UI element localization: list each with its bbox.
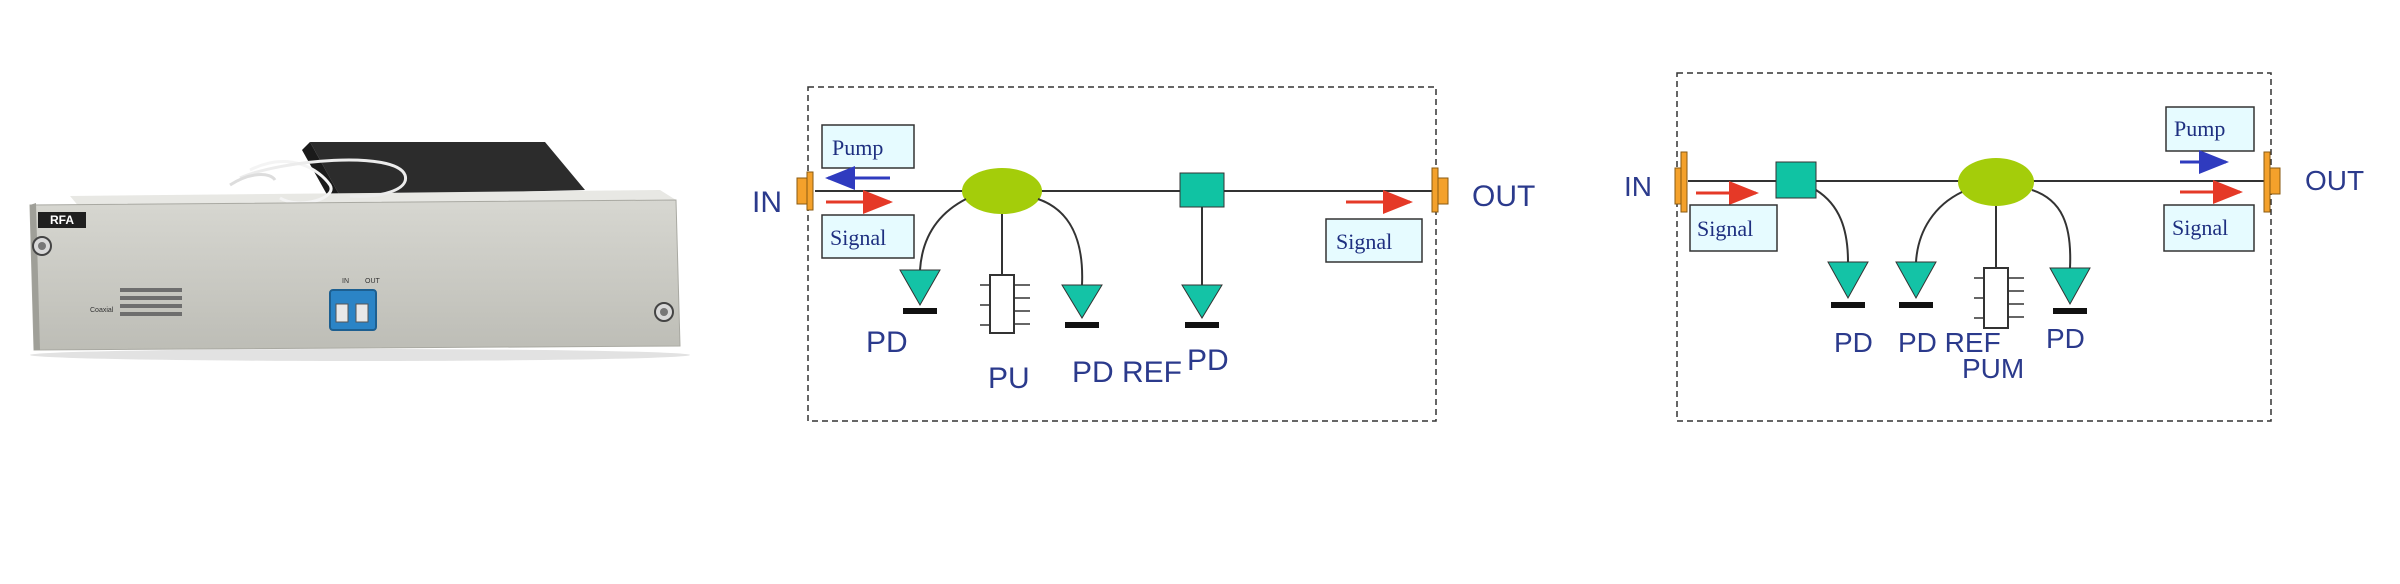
left-pu-label: PU bbox=[988, 362, 1030, 395]
connector-label-out: OUT bbox=[365, 278, 381, 285]
left-pump-box bbox=[821, 124, 915, 169]
left-input-connector bbox=[796, 171, 814, 211]
right-signal-label: Signal bbox=[1697, 216, 1753, 241]
left-dashed-border bbox=[807, 86, 1437, 422]
left-pdref-icon bbox=[1061, 284, 1103, 319]
left-signal-out-label: Signal bbox=[1336, 229, 1392, 254]
right-pd2-icon bbox=[2049, 267, 2091, 306]
screw-left-icon bbox=[32, 236, 52, 256]
left-pd2-icon bbox=[1181, 284, 1223, 319]
right-pump-box bbox=[2165, 106, 2255, 152]
module-small-label: Coaxial bbox=[90, 307, 114, 314]
left-pd1-icon bbox=[899, 269, 941, 307]
right-signal-out-label: Signal bbox=[2172, 215, 2228, 240]
right-dashed-border bbox=[1676, 72, 2272, 422]
module-label-block: Coaxial bbox=[90, 288, 182, 316]
right-input-connector bbox=[1674, 151, 1688, 213]
diagram-right: IN OUT Signal Pump Signal PD PD REF bbox=[1624, 72, 2364, 422]
left-in-label: IN bbox=[752, 186, 782, 219]
left-pump-laser-icon bbox=[980, 274, 1030, 334]
module-badge bbox=[38, 212, 86, 228]
left-pump-label: Pump bbox=[832, 135, 883, 160]
left-signal-box-out bbox=[1325, 218, 1423, 263]
lc-connector: IN OUT bbox=[329, 278, 381, 331]
right-output-connector bbox=[2263, 151, 2281, 213]
diagram-left: IN OUT Pump Signal Signal PD bbox=[752, 86, 1535, 422]
left-filter bbox=[1179, 172, 1225, 208]
left-coupler bbox=[962, 168, 1042, 214]
connector-label-in: IN bbox=[342, 278, 349, 285]
right-out-label: OUT bbox=[2305, 165, 2364, 196]
left-pd1-label: PD bbox=[866, 326, 908, 359]
right-pump-laser-icon bbox=[1974, 267, 2024, 329]
right-coupler bbox=[1958, 158, 2034, 206]
left-out-label: OUT bbox=[1472, 180, 1535, 213]
right-pd2-label: PD bbox=[2046, 323, 2085, 354]
right-pdref-icon bbox=[1895, 261, 1937, 300]
left-signal-label: Signal bbox=[830, 225, 886, 250]
left-signal-box bbox=[821, 214, 915, 259]
left-output-connector bbox=[1431, 167, 1449, 213]
right-in-label: IN bbox=[1624, 171, 1652, 202]
right-signal-box bbox=[1689, 204, 1778, 252]
right-pd1-label: PD bbox=[1834, 327, 1873, 358]
right-pdref-label: PD REF bbox=[1898, 327, 2001, 358]
right-pump-label: Pump bbox=[2174, 116, 2225, 141]
right-pd1-icon bbox=[1827, 261, 1869, 300]
right-pum-label: PUM bbox=[1962, 353, 2024, 384]
left-pd2-label: PD bbox=[1187, 344, 1229, 377]
right-signal-box-out bbox=[2163, 204, 2255, 252]
module-badge-label: RFA bbox=[50, 213, 74, 227]
left-pdref-label: PD REF bbox=[1072, 356, 1182, 389]
rfa-module-photo: RFA Coaxial IN OUT bbox=[29, 142, 690, 361]
right-filter bbox=[1775, 161, 1817, 199]
screw-right-icon bbox=[654, 302, 674, 322]
